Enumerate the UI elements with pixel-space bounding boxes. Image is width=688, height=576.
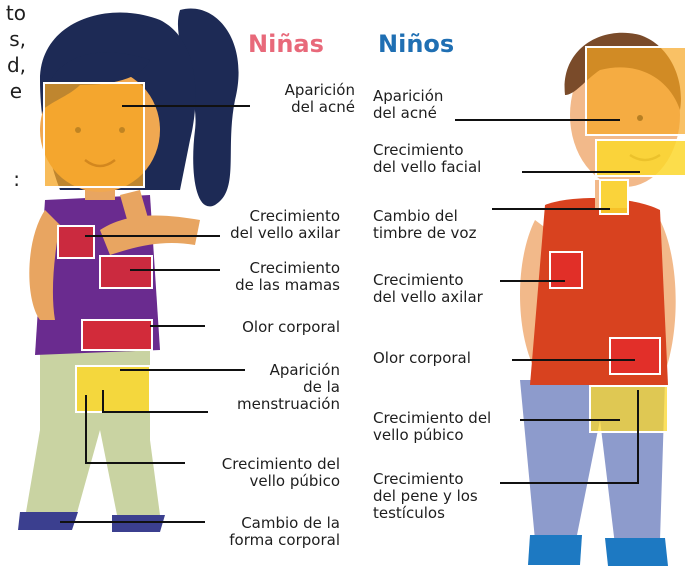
boy-facial-box bbox=[595, 139, 687, 177]
girl-acne-box bbox=[43, 82, 145, 188]
cut-text-4: e bbox=[9, 79, 22, 103]
boy-label-axillary: Crecimiento del vello axilar bbox=[373, 271, 483, 306]
girl-odor-box bbox=[81, 319, 153, 351]
girl-leader-lines bbox=[60, 105, 250, 523]
cut-text-2: s, bbox=[9, 27, 26, 51]
girl-axillary-box bbox=[57, 225, 95, 259]
girl-label-pubic: Crecimiento del vello púbico bbox=[221, 455, 340, 490]
girl-label-shape: Cambio de la forma corporal bbox=[229, 514, 340, 549]
cut-text-1: to bbox=[5, 1, 26, 25]
boy-label-odor: Olor corporal bbox=[373, 349, 471, 367]
boy-acne-box bbox=[585, 46, 687, 136]
boy-odor-box bbox=[609, 337, 661, 375]
girl-menstruation-box bbox=[75, 365, 151, 413]
girl-label-acne: Aparición del acné bbox=[284, 81, 355, 116]
girl-breasts-box bbox=[99, 255, 153, 289]
girl-label-menstruation: Aparición de la menstruación bbox=[236, 361, 340, 413]
boy-label-pubic: Crecimiento del vello púbico bbox=[373, 409, 492, 444]
boy-label-penis: Crecimiento del pene y los testículos bbox=[373, 470, 478, 522]
girl-highlights bbox=[43, 82, 153, 413]
cut-text-3: d, bbox=[6, 53, 26, 77]
girl-label-axillary: Crecimiento del vello axilar bbox=[230, 207, 340, 242]
boy-label-acne: Aparición del acné bbox=[373, 87, 444, 122]
boy-leader-lines bbox=[455, 119, 640, 484]
cut-text-5: : bbox=[13, 167, 20, 191]
boy-pubic-box bbox=[589, 385, 669, 433]
girl-label-odor: Olor corporal bbox=[242, 318, 340, 336]
boy-highlights bbox=[549, 46, 687, 433]
girls-heading: Niñas bbox=[248, 30, 324, 58]
girl-label-breasts: Crecimiento de las mamas bbox=[235, 259, 340, 294]
boy-label-facial: Crecimiento del vello facial bbox=[373, 141, 482, 176]
boy-axillary-box bbox=[549, 251, 583, 289]
boys-heading: Niños bbox=[378, 30, 455, 58]
boy-label-voice: Cambio del timbre de voz bbox=[373, 207, 477, 242]
